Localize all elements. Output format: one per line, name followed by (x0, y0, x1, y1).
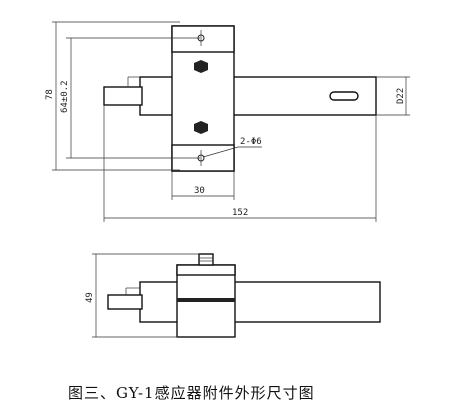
dim-overall-height: 78 (45, 21, 180, 171)
side-view (107, 253, 381, 338)
side-shaft-body (139, 281, 381, 323)
shaft-slot (329, 91, 359, 101)
dim-text-hole-spacing: 64±0.2 (60, 80, 70, 113)
side-bolt-head-icon (198, 253, 214, 266)
side-shaft-stub (107, 294, 143, 310)
dim-text-shaft-diameter: D22 (396, 88, 406, 104)
dim-hole-spacing: 64±0.2 (60, 37, 200, 159)
hex-bolt-icon (194, 121, 208, 134)
figure-caption: 图三、GY-1感应器附件外形尺寸图 (68, 384, 315, 402)
side-clamp-top (176, 264, 236, 276)
side-clamp-split (177, 298, 235, 302)
hex-bolt-icon (194, 60, 208, 73)
shaft-stub (103, 86, 143, 106)
dim-text-side-height: 49 (85, 292, 95, 303)
dim-text-total-length: 152 (232, 208, 248, 218)
clamp-top-cap (171, 25, 235, 53)
dim-text-overall-height: 78 (45, 89, 55, 100)
dim-total-length: 152 (103, 105, 377, 222)
dim-shaft-diameter: D22 (376, 76, 410, 116)
dim-hole-callout: 2-Φ6 (202, 137, 262, 158)
dim-text-block-width: 30 (194, 186, 205, 196)
dim-text-hole-callout: 2-Φ6 (240, 137, 262, 147)
dim-side-height: 49 (85, 253, 200, 338)
dim-block-width: 30 (171, 171, 235, 200)
top-view (103, 25, 377, 172)
